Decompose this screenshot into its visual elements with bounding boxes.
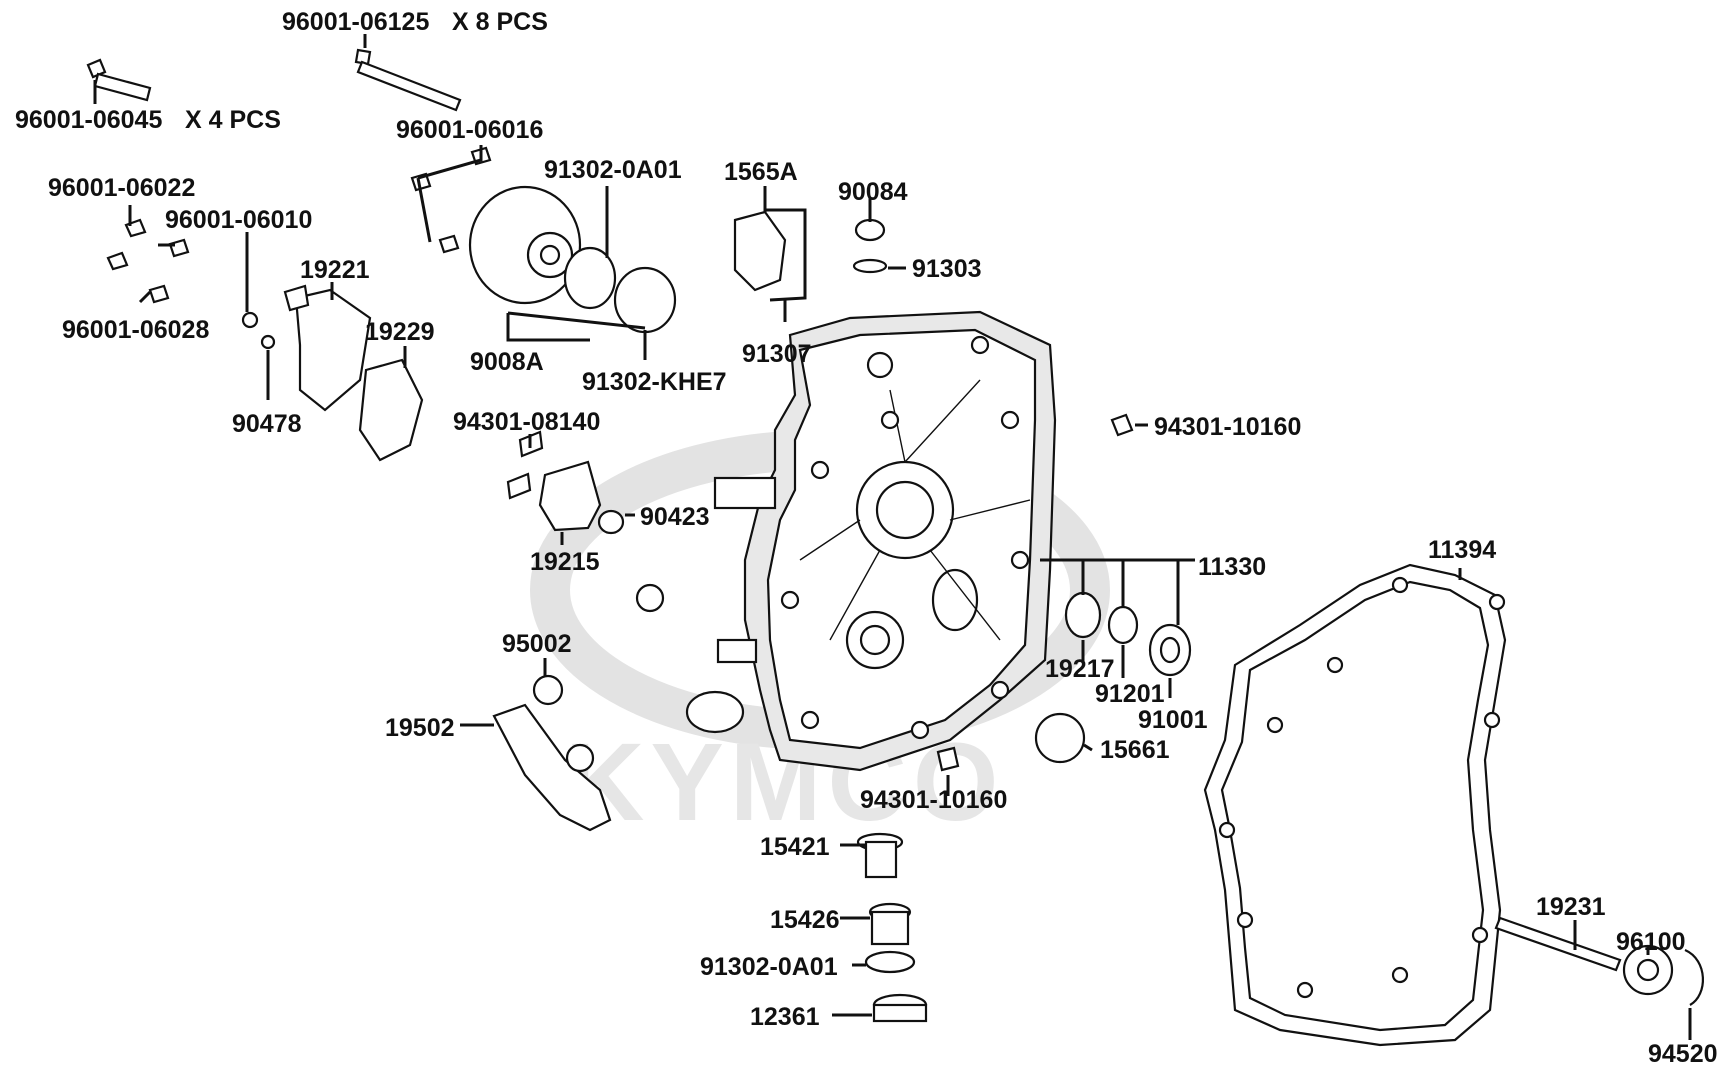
leader-lines: [93, 34, 1692, 1040]
gasket-11394: [1203, 563, 1507, 1047]
label-11394: 11394: [1428, 536, 1496, 564]
label-19229: 19229: [365, 318, 435, 346]
label-11330: 11330: [1198, 553, 1266, 581]
label-91302-0A01-top: 91302-0A01: [544, 156, 682, 184]
label-19215: 19215: [530, 548, 600, 576]
label-91001: 91001: [1138, 706, 1208, 734]
label-96001-06045: 96001-06045: [15, 106, 162, 134]
label-19502: 19502: [385, 714, 455, 742]
label-91307: 91307: [742, 340, 812, 368]
label-90084: 90084: [838, 178, 908, 206]
label-91201: 91201: [1095, 680, 1165, 708]
label-94301-10160-bottom: 94301-10160: [860, 786, 1007, 814]
crankcase-cover-11330: [713, 310, 1057, 772]
label-96001-06125: 96001-06125: [282, 8, 429, 36]
label-15661: 15661: [1100, 736, 1170, 764]
label-94301-10160-top: 94301-10160: [1154, 413, 1301, 441]
label-19217: 19217: [1045, 655, 1115, 683]
part-labels: 96001-06125 X 8 PCS 96001-06045 X 4 PCS …: [15, 8, 1718, 1068]
label-96001-06010: 96001-06010: [165, 206, 312, 234]
label-qty-8: X 8 PCS: [452, 8, 548, 36]
label-qty-4: X 4 PCS: [185, 106, 281, 134]
label-94520: 94520: [1648, 1040, 1718, 1068]
label-96001-06028: 96001-06028: [62, 316, 209, 344]
label-9008A: 9008A: [470, 348, 544, 376]
label-91302-KHE7: 91302-KHE7: [582, 368, 727, 396]
oil-filter-parts: [856, 832, 928, 1023]
label-90423: 90423: [640, 503, 710, 531]
label-90478: 90478: [232, 410, 302, 438]
label-19221: 19221: [300, 256, 370, 284]
label-15426: 15426: [770, 906, 840, 934]
label-95002: 95002: [502, 630, 572, 658]
label-15421: 15421: [760, 833, 830, 861]
water-pump-parts: [283, 185, 1134, 535]
label-96001-06016: 96001-06016: [396, 116, 543, 144]
seals-bearings: [936, 591, 1192, 772]
label-91302-0A01-bottom: 91302-0A01: [700, 953, 838, 981]
label-94301-08140: 94301-08140: [453, 408, 600, 436]
label-96100: 96100: [1616, 928, 1686, 956]
label-91303: 91303: [912, 255, 982, 283]
label-1565A: 1565A: [724, 158, 798, 186]
label-96001-06022: 96001-06022: [48, 174, 195, 202]
pump-shaft-19231: [1494, 916, 1704, 1006]
label-12361: 12361: [750, 1003, 820, 1031]
hose-clamps: [492, 583, 745, 832]
label-19231: 19231: [1536, 893, 1606, 921]
